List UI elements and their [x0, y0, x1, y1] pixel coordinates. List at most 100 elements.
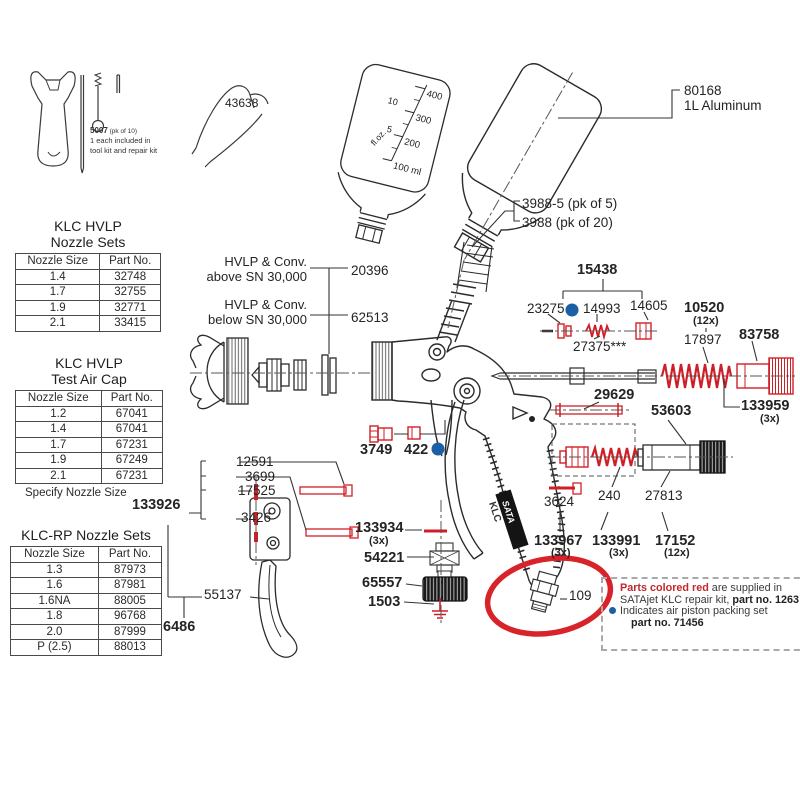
callout-3749: 3749	[360, 442, 393, 458]
callout-65557: 65557	[362, 575, 403, 591]
callout-3988: 3988 (pk of 20)	[522, 215, 613, 230]
bottle-adapter-threads	[456, 241, 495, 293]
legend-line-1: Parts colored red are supplied in	[620, 582, 783, 594]
legend-line-4: part no. 71456	[631, 616, 704, 629]
trigger-axle-pins	[299, 484, 359, 539]
callout-3699: 3699	[245, 469, 276, 484]
table-title: KLC-RP Nozzle Sets	[21, 527, 151, 543]
callout-133959: 133959	[741, 398, 790, 414]
cup-scale-10oz: 10	[387, 95, 399, 107]
label-hvlp-below-2: below SN 30,000	[207, 312, 307, 327]
piston-pin-3624	[549, 482, 582, 495]
callout-62513: 62513	[351, 310, 389, 325]
callout-3988-5: 3988-5 (pk of 5)	[522, 196, 618, 211]
callout-133926: 133926	[132, 497, 181, 513]
callout-133991-qty: (3x)	[609, 547, 629, 559]
air-bleed-flag	[512, 405, 529, 421]
callout-133959-qty: (3x)	[760, 413, 780, 425]
tool-kit-items	[30, 71, 269, 174]
air-piston-set-dot-422	[431, 442, 445, 456]
cup-scale-100ml: 100 ml	[392, 161, 422, 179]
gun-front-knurl-ring	[371, 341, 393, 401]
callout-43638: 43638	[225, 96, 259, 110]
callout-133967: 133967	[534, 533, 583, 549]
cup-scale-200: 200	[403, 136, 421, 151]
callout-20396: 20396	[351, 263, 389, 278]
plastic-cup: 400 300 200 100 ml 10 5 fl.oz.	[337, 63, 451, 245]
cup-scale-5oz: 5	[386, 124, 393, 135]
callout-15438: 15438	[577, 262, 618, 278]
callout-1503: 1503	[368, 594, 401, 610]
label-hvlp-above-1: HVLP & Conv.	[224, 254, 307, 269]
callout-53603: 53603	[651, 403, 692, 419]
legend-line-3: Indicates air piston packing set	[609, 605, 800, 618]
knob-65557	[422, 570, 468, 602]
gun-trigger-installed	[444, 399, 484, 560]
centerlines	[190, 259, 795, 625]
callout-12591: 12591	[236, 454, 274, 469]
callout-422: 422	[404, 442, 429, 458]
valve-parts-3749-422	[369, 425, 421, 443]
tool-kit-note: 5007 (pk of 10) 1 each included in tool …	[90, 126, 158, 155]
callout-23275: 23275	[527, 301, 565, 316]
callout-80168: 80168	[684, 83, 722, 98]
gun-paint-inlet	[436, 283, 477, 343]
callout-17152: 17152	[655, 533, 696, 549]
label-hvlp-above-2: above SN 30,000	[206, 269, 307, 284]
callout-109: 109	[569, 588, 592, 603]
callout-80168-desc: 1L Aluminum	[684, 98, 762, 113]
aluminum-bottle	[453, 63, 603, 263]
callout-3426: 3426	[241, 510, 272, 525]
sata-logo-band	[495, 489, 529, 550]
needle-spring-10520	[660, 363, 733, 389]
callout-29629: 29629	[594, 387, 635, 403]
air-cap-assembly	[190, 334, 337, 410]
cleaning-brush	[91, 72, 105, 133]
callout-10520-qty: (12x)	[693, 315, 719, 327]
callout-17525: 17525	[238, 483, 276, 498]
callout-27813: 27813	[645, 488, 683, 503]
piston-spring	[590, 443, 640, 467]
callout-54221: 54221	[364, 550, 405, 566]
cup-scale-300: 300	[414, 112, 432, 127]
callout-17152-qty: (12x)	[664, 547, 690, 559]
callout-6486: 6486	[163, 619, 196, 635]
cup-scale-400: 400	[425, 88, 443, 103]
nozzle-wrench-tool	[30, 71, 76, 167]
table-row: P (2.5)88013	[10, 639, 163, 656]
nozzle-seal-ring	[293, 359, 307, 391]
paint-nozzle	[251, 358, 290, 392]
table-subtitle: Nozzle Sets	[50, 234, 126, 250]
cleaning-pin	[116, 74, 121, 93]
screw-1503	[432, 598, 448, 619]
leader-lines	[167, 89, 758, 618]
callout-14993: 14993	[583, 301, 621, 316]
blue-dot-icon	[609, 607, 616, 615]
table-subtitle: Test Air Cap	[51, 371, 127, 387]
repair-highlight-circle	[484, 555, 614, 637]
trigger-exploded	[258, 559, 298, 658]
callout-3624: 3624	[544, 494, 575, 509]
brush-part-number: 5007	[90, 126, 108, 135]
gun-handle-branding: KLC SATA	[486, 489, 529, 550]
legend-box: Parts colored red are supplied in SATAje…	[601, 577, 800, 651]
cup-graduation-scale: 400 300 200 100 ml 10 5 fl.oz.	[369, 84, 443, 179]
callout-133991: 133991	[592, 533, 641, 549]
retaining-ring	[226, 337, 249, 405]
distribution-ring	[321, 354, 337, 396]
